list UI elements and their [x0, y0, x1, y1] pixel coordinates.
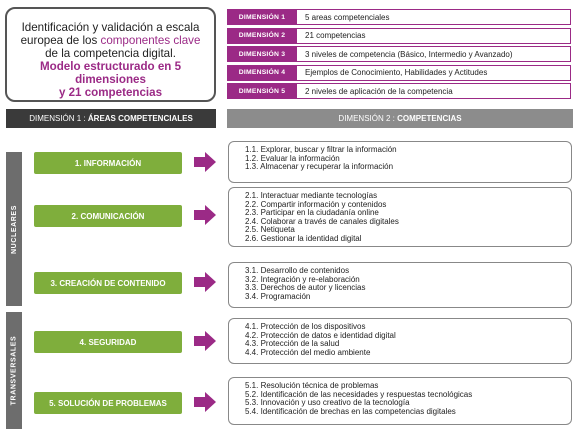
- title-line-4: Modelo estructurado en 5 dimensiones: [39, 59, 182, 86]
- competencias-box-2: 2.1. Interactuar mediante tecnologías 2.…: [228, 187, 572, 247]
- dimension-row-5: DIMENSIÓN 5 2 niveles de aplicación de l…: [227, 83, 571, 99]
- competencia-item: 5.4. Identificación de brechas en las co…: [245, 406, 456, 416]
- area-informacion: 1. INFORMACIÓN: [34, 152, 182, 174]
- dimension-row-2: DIMENSIÓN 2 21 competencias: [227, 27, 571, 44]
- competencia-item: 2.6. Gestionar la identidad digital: [245, 233, 362, 243]
- area-solucion-problemas: 5. SOLUCIÓN DE PROBLEMAS: [34, 392, 182, 414]
- competencia-item: 4.1. Protección de los dispositivos: [245, 322, 366, 331]
- competencias-box-1: 1.1. Explorar, buscar y filtrar la infor…: [228, 141, 572, 183]
- dimension-value: Ejemplos de Conocimiento, Habilidades y …: [297, 64, 571, 81]
- title-line-3: de la competencia digital.: [45, 46, 176, 60]
- group-label-nucleares: NUCLEARES: [10, 204, 18, 254]
- dimension-label: DIMENSIÓN 2: [227, 27, 297, 44]
- dimension-value: 2 niveles de aplicación de la competenci…: [297, 83, 571, 99]
- competencia-item: 4.2. Protección de datos e identidad dig…: [245, 330, 396, 340]
- title-line-2-accent: componentes clave: [100, 33, 201, 47]
- dimension-value: 21 competencias: [297, 27, 571, 44]
- area-comunicacion: 2. COMUNICACIÓN: [34, 205, 182, 227]
- dimension-label: DIMENSIÓN 3: [227, 46, 297, 62]
- dimension-label: DIMENSIÓN 1: [227, 9, 297, 25]
- dimension-row-1: DIMENSIÓN 1 5 areas competenciales: [227, 9, 571, 25]
- title-box: Identificación y validación a escala eur…: [5, 7, 216, 102]
- group-label-transversales: TRANSVERSALES: [10, 335, 18, 406]
- competencia-item: 5.1. Resolución técnica de problemas: [245, 381, 379, 390]
- competencia-item: 1.2. Evaluar la información: [245, 153, 340, 163]
- title-line-1: Identificación y validación a escala: [21, 21, 200, 34]
- competencia-item: 1.3. Almacenar y recuperar la informació…: [245, 162, 394, 172]
- arrow-right-icon: [194, 205, 216, 225]
- dimension-row-4: DIMENSIÓN 4 Ejemplos de Conocimiento, Ha…: [227, 64, 571, 81]
- competencia-item: 3.2. Integración y re-elaboración: [245, 274, 360, 284]
- title-line-5: y 21 competencias: [58, 85, 163, 99]
- competencia-item: 3.1. Desarrollo de contenidos: [245, 266, 350, 275]
- competencia-item: 5.2. Identificación de las necesidades y…: [245, 389, 473, 399]
- dimension-label: DIMENSIÓN 4: [227, 64, 297, 81]
- competencias-box-5: 5.1. Resolución técnica de problemas 5.2…: [228, 377, 572, 425]
- competencias-box-3: 3.1. Desarrollo de contenidos 3.2. Integ…: [228, 262, 572, 308]
- arrow-right-icon: [194, 331, 216, 351]
- header-dimension-2-prefix: DIMENSIÓN 2 :: [338, 114, 395, 123]
- group-bar-nucleares: NUCLEARES: [6, 152, 22, 306]
- competencia-item: 2.4. Colaborar a través de canales digit…: [245, 216, 399, 226]
- dimension-value: 5 areas competenciales: [297, 9, 571, 25]
- area-seguridad: 4. SEGURIDAD: [34, 331, 182, 353]
- dimensions-table: DIMENSIÓN 1 5 areas competenciales DIMEN…: [227, 9, 571, 102]
- dimension-value: 3 niveles de competencia (Básico, Interm…: [297, 46, 571, 62]
- header-dimension-1-title: ÁREAS COMPETENCIALES: [87, 114, 193, 123]
- arrow-right-icon: [194, 152, 216, 172]
- competencia-item: 2.2. Compartir información y contenidos: [245, 199, 387, 209]
- competencia-item: 2.5. Netiqueta: [245, 225, 295, 235]
- competencia-item: 3.4. Programación: [245, 291, 311, 301]
- header-dimension-2: DIMENSIÓN 2 : COMPETENCIAS: [227, 109, 573, 128]
- competencia-item: 2.1. Interactuar mediante tecnologías: [245, 191, 378, 200]
- arrow-right-icon: [194, 392, 216, 412]
- competencia-item: 1.1. Explorar, buscar y filtrar la infor…: [245, 145, 397, 154]
- competencia-item: 3.3. Derechos de autor y licencias: [245, 283, 366, 293]
- dimension-label: DIMENSIÓN 5: [227, 83, 297, 99]
- header-dimension-1-prefix: DIMENSIÓN 1 :: [29, 114, 86, 123]
- title-line-2-prefix: europea de los: [20, 33, 101, 47]
- area-creacion-contenido: 3. CREACIÓN DE CONTENIDO: [34, 272, 182, 294]
- dimension-row-3: DIMENSIÓN 3 3 niveles de competencia (Bá…: [227, 46, 571, 62]
- arrow-right-icon: [194, 272, 216, 292]
- competencia-item: 2.3. Participar en la ciudadanía online: [245, 208, 379, 218]
- title-line-2: europea de los componentes clave: [13, 34, 208, 47]
- group-bar-transversales: TRANSVERSALES: [6, 312, 22, 429]
- header-dimension-2-title: COMPETENCIAS: [397, 114, 462, 123]
- competencia-item: 4.4. Protección del medio ambiente: [245, 347, 371, 357]
- competencia-item: 4.3. Protección de la salud: [245, 339, 340, 349]
- competencias-box-4: 4.1. Protección de los dispositivos 4.2.…: [228, 318, 572, 364]
- competencia-item: 5.3. Innovación y uso creativo de la tec…: [245, 398, 410, 408]
- header-dimension-1: DIMENSIÓN 1 : ÁREAS COMPETENCIALES: [6, 109, 216, 128]
